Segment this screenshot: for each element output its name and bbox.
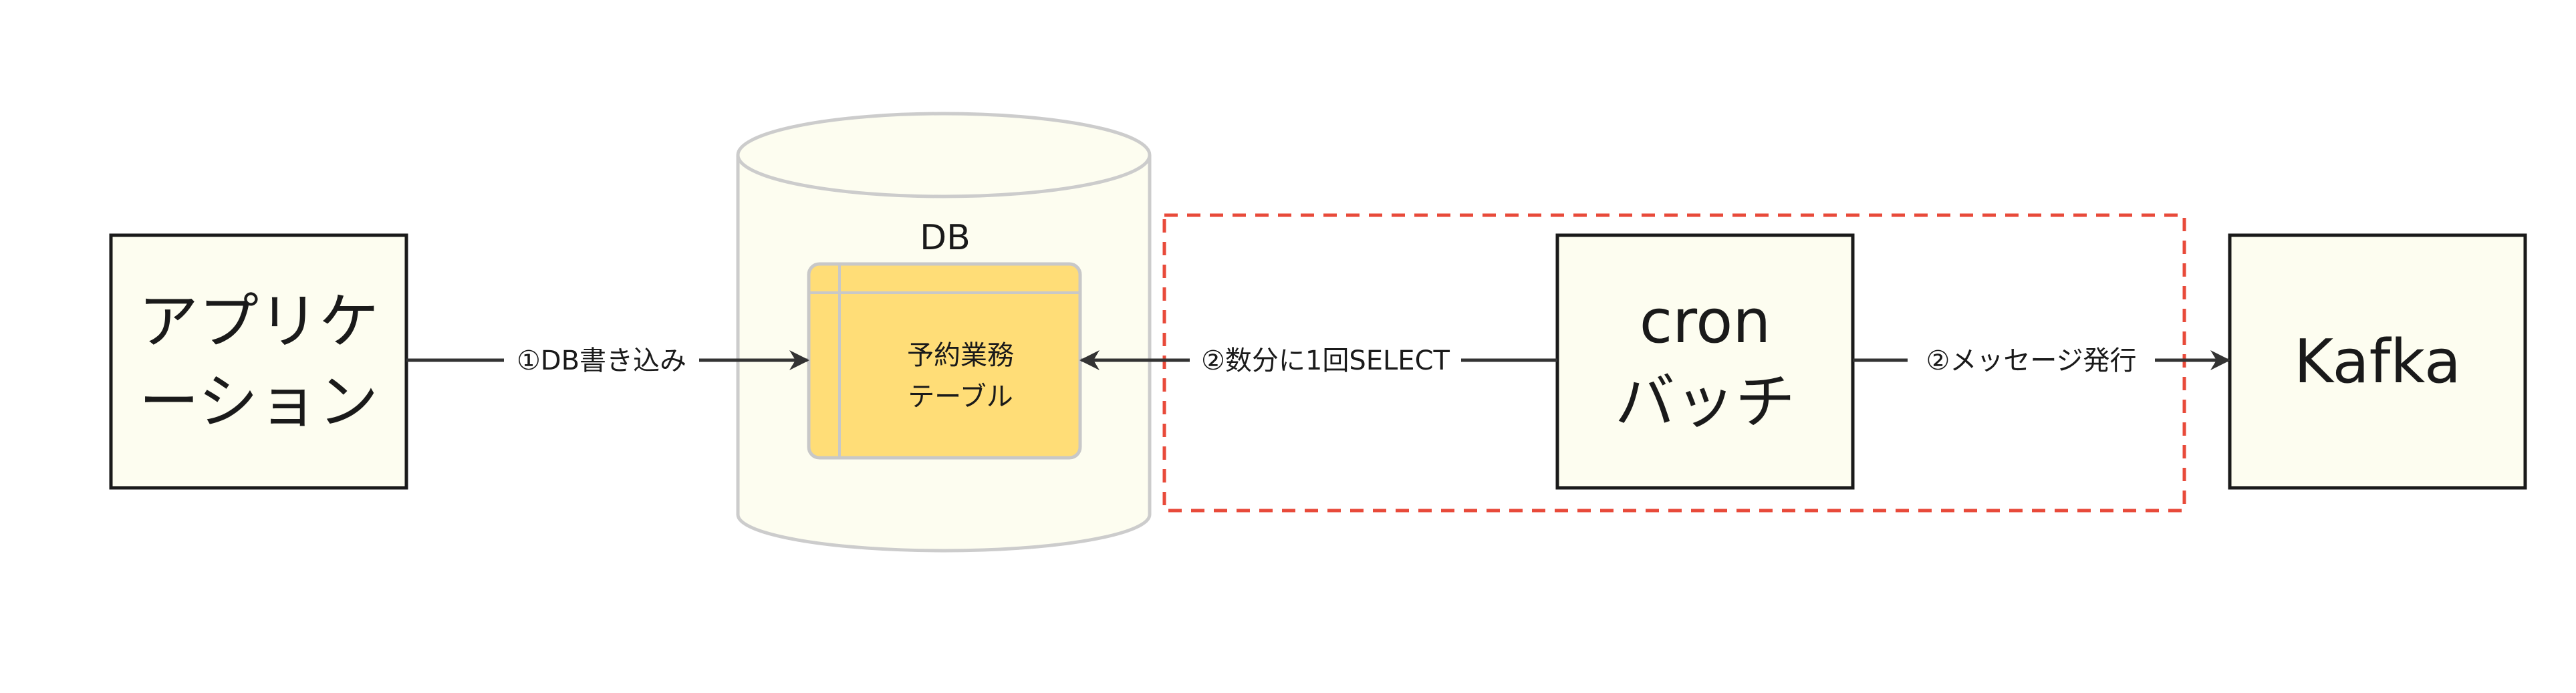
edge-cron-to-kafka[interactable]: ②メッセージ発行 <box>1853 345 2230 376</box>
edge-cron-to-db[interactable]: ②数分に1回SELECT <box>1079 345 1557 376</box>
cron-highlight-frame <box>1162 213 2186 513</box>
table-label-line1: 予約業務 <box>907 340 1014 371</box>
kafka-node[interactable]: Kafka <box>2228 233 2527 490</box>
cron-label-line2: バッチ <box>1615 367 1795 437</box>
application-label-line2: ーション <box>139 367 378 437</box>
table-label-line2: テーブル <box>908 382 1013 412</box>
kafka-label: Kafka <box>2294 327 2461 397</box>
edge-app-to-db-label: ①DB書き込み <box>517 345 686 376</box>
edge-app-to-db[interactable]: ①DB書き込み <box>406 345 809 376</box>
cron-label-line1: cron <box>1640 287 1771 357</box>
application-box <box>109 233 408 490</box>
reservation-table[interactable]: 予約業務 テーブル <box>807 262 1082 460</box>
cron-batch-box <box>1555 233 1855 490</box>
edge-cron-to-kafka-label: ②メッセージ発行 <box>1926 345 2136 376</box>
db-label: DB <box>920 218 971 258</box>
edge-cron-to-db-label: ②数分に1回SELECT <box>1201 345 1450 376</box>
application-node[interactable]: アプリケ ーション <box>109 233 408 490</box>
db-cylinder-top <box>736 112 1152 198</box>
cron-batch-node[interactable]: cron バッチ <box>1555 233 1855 490</box>
application-label-line1: アプリケ <box>138 287 379 357</box>
